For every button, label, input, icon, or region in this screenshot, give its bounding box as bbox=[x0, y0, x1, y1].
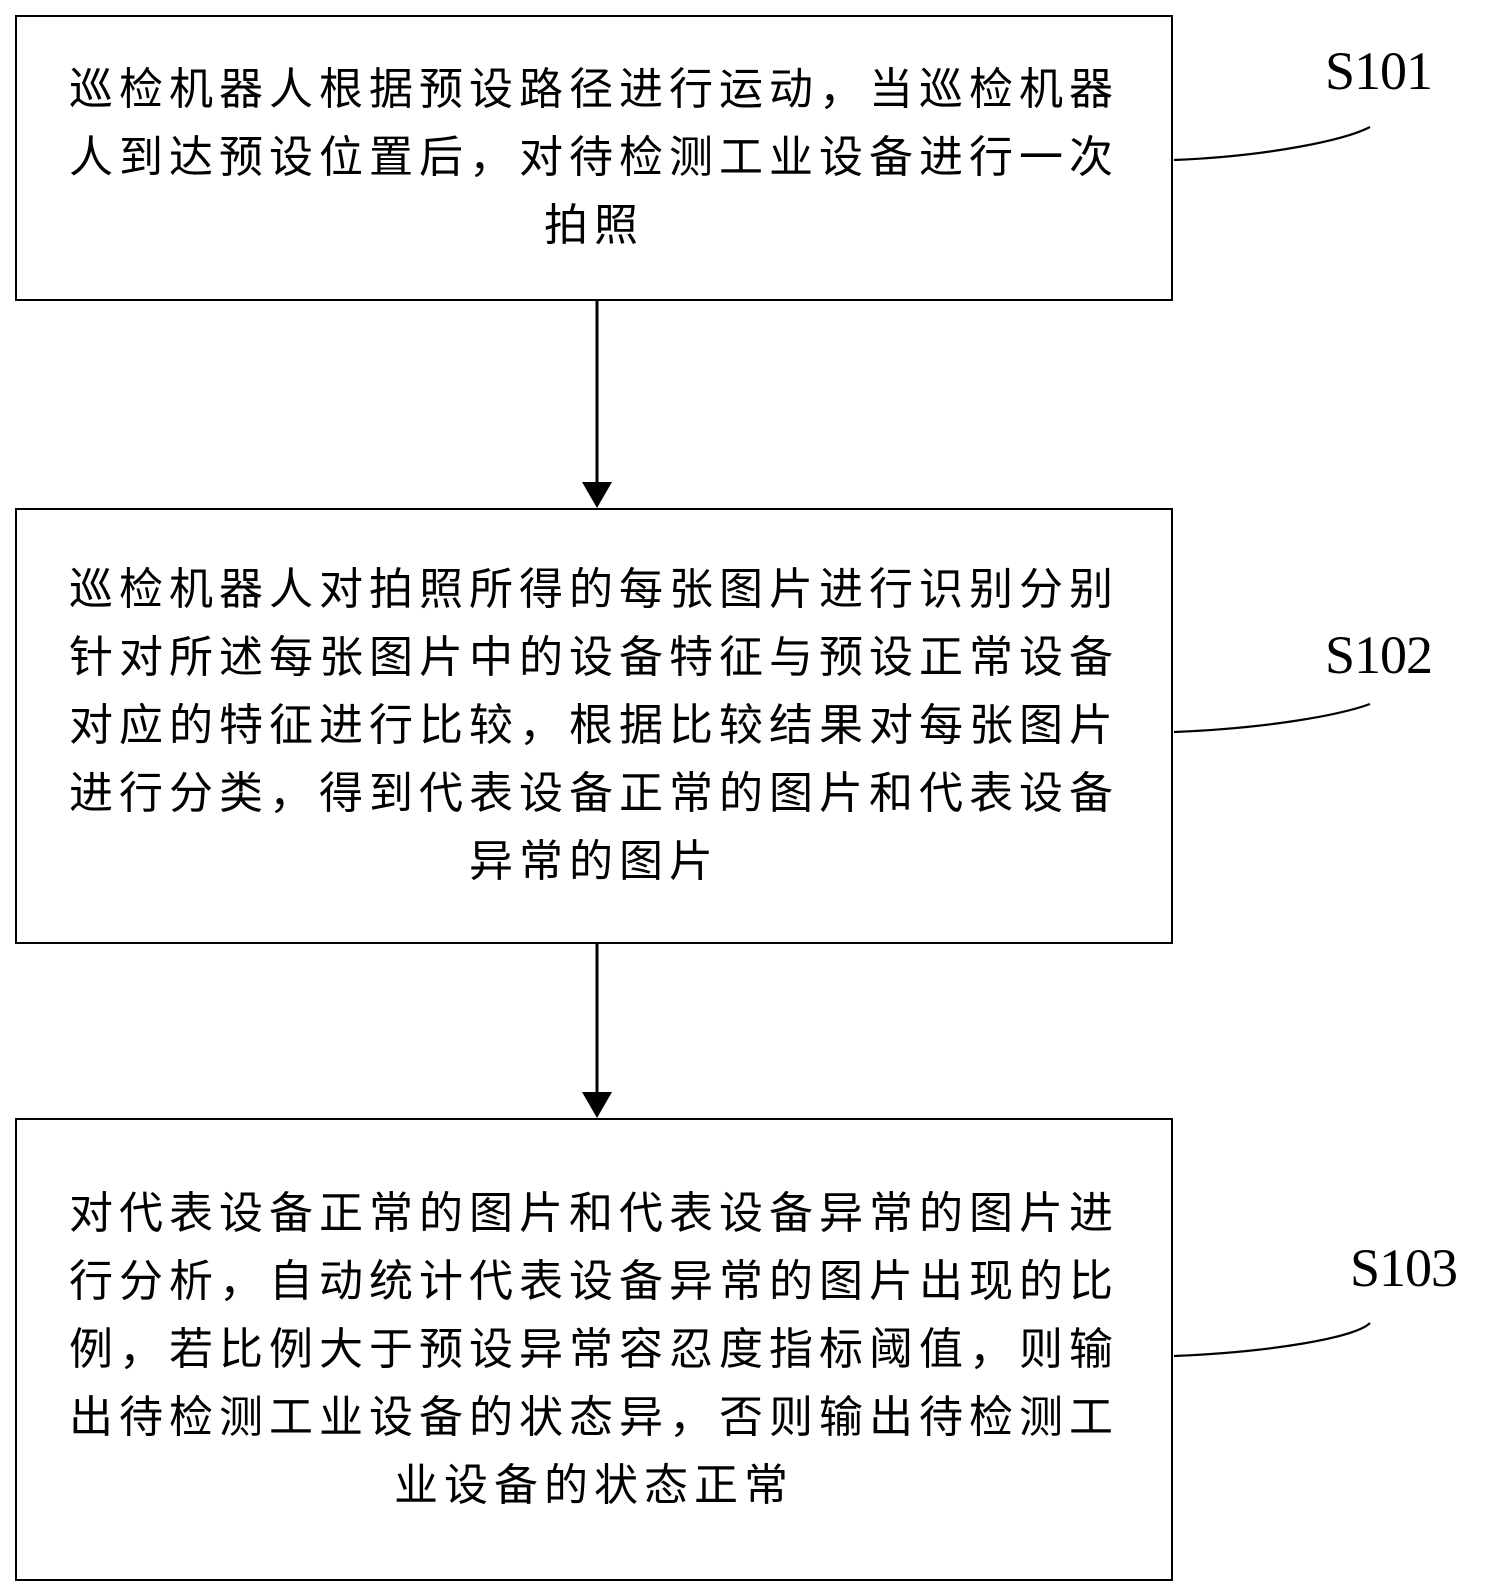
step-label-s101: S101 bbox=[1325, 41, 1433, 101]
flow-arrow-s102-s103 bbox=[582, 944, 612, 1118]
leader-line-s101 bbox=[1173, 126, 1371, 162]
leader-line-s102 bbox=[1173, 702, 1371, 734]
step-box-s102: 巡检机器人对拍照所得的每张图片进行识别分别针对所述每张图片中的设备特征与预设正常… bbox=[15, 508, 1173, 944]
leader-line-s103 bbox=[1173, 1322, 1371, 1358]
arrow-head-icon bbox=[582, 1092, 612, 1118]
flow-arrow-s101-s102 bbox=[582, 301, 612, 508]
step-text-s101: 巡检机器人根据预设路径进行运动，当巡检机器人到达预设位置后，对待检测工业设备进行… bbox=[69, 64, 1119, 251]
step-box-s101: 巡检机器人根据预设路径进行运动，当巡检机器人到达预设位置后，对待检测工业设备进行… bbox=[15, 15, 1173, 301]
step-label-s103: S103 bbox=[1350, 1238, 1458, 1298]
step-text-s102: 巡检机器人对拍照所得的每张图片进行识别分别针对所述每张图片中的设备特征与预设正常… bbox=[69, 564, 1119, 887]
step-text-s103: 对代表设备正常的图片和代表设备异常的图片进行分析，自动统计代表设备异常的图片出现… bbox=[69, 1187, 1119, 1511]
step-box-s103: 对代表设备正常的图片和代表设备异常的图片进行分析，自动统计代表设备异常的图片出现… bbox=[15, 1118, 1173, 1581]
arrow-head-icon bbox=[582, 482, 612, 508]
step-label-s102: S102 bbox=[1325, 625, 1433, 685]
